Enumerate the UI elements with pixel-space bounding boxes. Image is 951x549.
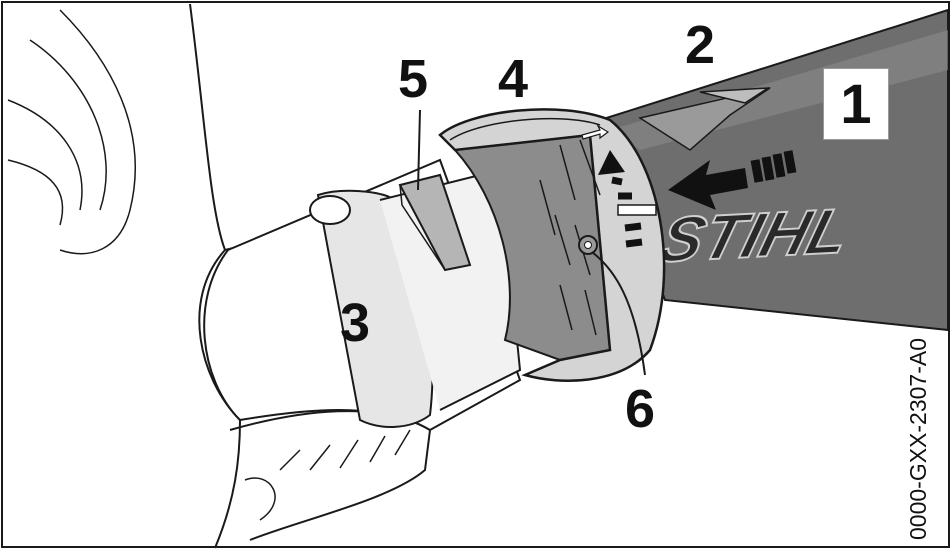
callout-2: 2: [685, 15, 716, 75]
pipe-collar: [309, 168, 522, 428]
locking-clip: [398, 173, 472, 272]
document-code: 0000-GXX-2307-A0: [905, 337, 931, 540]
rotating-ring: [438, 108, 666, 382]
leader-lines: [417, 109, 646, 376]
callout-6: 6: [625, 379, 656, 439]
brand-logo: STIHL: [651, 195, 858, 276]
callout-5: 5: [398, 49, 429, 109]
callout-4: 4: [498, 49, 529, 109]
sealing-band: [452, 133, 612, 362]
callout-1: 1: [840, 72, 872, 135]
push-arrow-icon: [668, 150, 797, 210]
small-arrow-icon: [581, 124, 610, 140]
callout-1-box: 1: [823, 68, 889, 140]
rotation-arrow-icon: [598, 150, 625, 175]
callout-3: 3: [340, 293, 371, 353]
blower-housing: [7, 3, 432, 549]
